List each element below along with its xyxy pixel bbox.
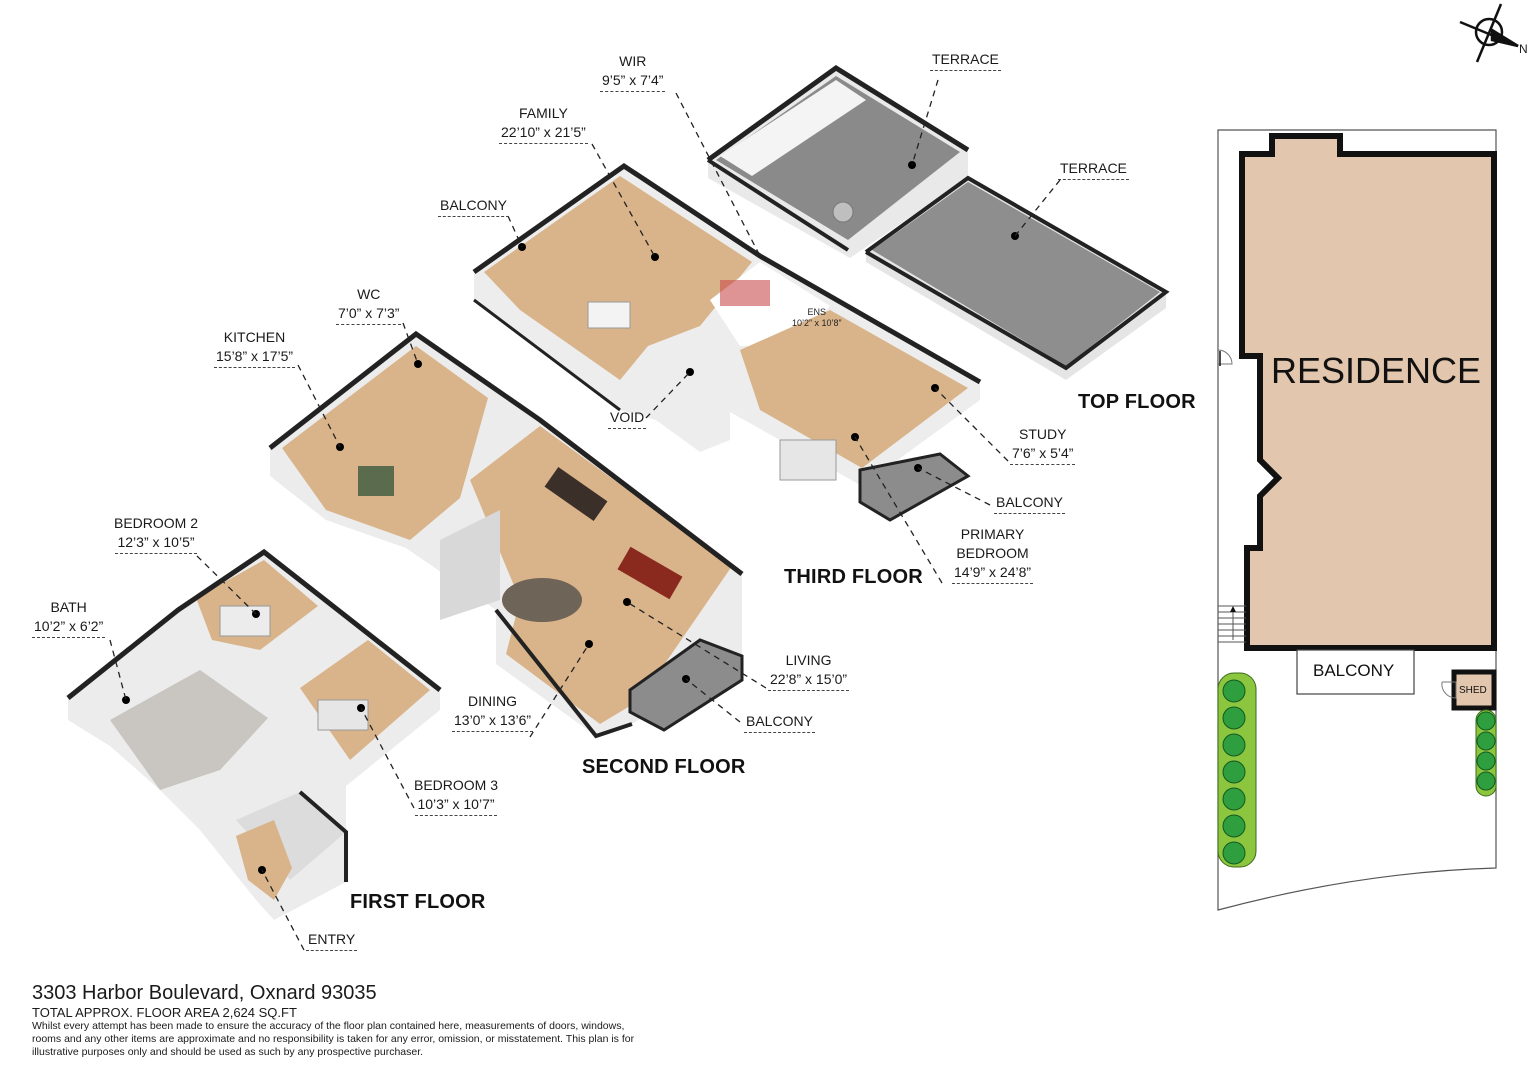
room-label-study: STUDY 7’6” x 5’4” — [1010, 425, 1076, 465]
top-floor-model — [706, 64, 1170, 380]
room-label-bath: BATH 10’2” x 6’2” — [32, 598, 106, 638]
room-label-terrace-1: TERRACE — [930, 50, 1001, 71]
room-label-bedroom-2: BEDROOM 2 12’3” x 10’5” — [114, 514, 198, 554]
floor-title-second: SECOND FLOOR — [582, 756, 746, 778]
site-balcony-label: BALCONY — [1313, 661, 1395, 680]
north-arrow-icon — [1459, 3, 1519, 63]
room-label-family: FAMILY 22’10” x 21’5” — [499, 104, 588, 144]
footer: 3303 Harbor Boulevard, Oxnard 93035 TOTA… — [32, 982, 652, 1059]
leader-lines — [109, 79, 1061, 951]
room-label-terrace-2: TERRACE — [1058, 159, 1129, 180]
first-floor-model — [66, 548, 442, 920]
total-floor-area: TOTAL APPROX. FLOOR AREA 2,624 SQ.FT — [32, 1005, 297, 1020]
second-floor-model — [268, 330, 744, 739]
room-label-bedroom-3: BEDROOM 3 10’3” x 10’7” — [414, 776, 498, 816]
room-label-wc: WC 7’0” x 7’3” — [336, 285, 402, 325]
room-label-dining: DINING 13’0” x 13’6” — [452, 692, 534, 732]
site-residence-label: RESIDENCE — [1271, 350, 1482, 391]
room-label-ens: ENS 10’2” x 10’8” — [792, 307, 842, 328]
room-label-living: LIVING 22’8” x 15’0” — [768, 651, 850, 691]
room-label-balcony-second: BALCONY — [744, 712, 815, 733]
compass-north-label: N — [1519, 42, 1528, 56]
site-plan — [1217, 129, 1497, 911]
floor-title-top: TOP FLOOR — [1078, 391, 1196, 413]
room-label-kitchen: KITCHEN 15’8” x 17’5” — [214, 328, 296, 368]
room-label-void: VOID — [608, 408, 647, 429]
floor-title-third: THIRD FLOOR — [784, 566, 923, 588]
third-floor-model — [472, 162, 982, 522]
room-label-balcony-third-west: BALCONY — [438, 196, 509, 217]
room-label-entry: ENTRY — [306, 930, 358, 951]
room-label-primary-bedroom: PRIMARY BEDROOM 14’9” x 24’8” — [952, 525, 1034, 584]
property-address: 3303 Harbor Boulevard, Oxnard 93035 — [32, 982, 377, 1004]
floor-title-first: FIRST FLOOR — [350, 891, 486, 913]
room-label-wir: WIR 9’5” x 7’4” — [600, 52, 666, 92]
site-shed-label: SHED — [1459, 685, 1487, 696]
room-label-balcony-third-east: BALCONY — [994, 493, 1065, 514]
disclaimer-text: Whilst every attempt has been made to en… — [32, 1020, 635, 1058]
